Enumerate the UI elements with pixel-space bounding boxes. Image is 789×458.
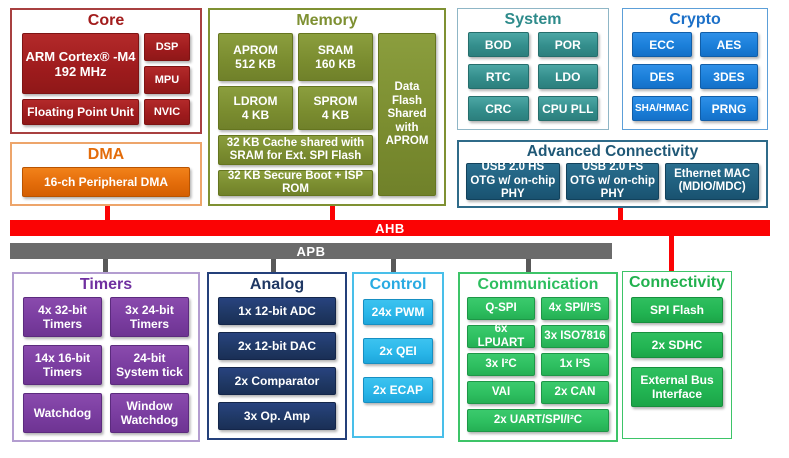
ldrom-size: 4 KB xyxy=(241,108,270,123)
sram-size: 160 KB xyxy=(315,57,356,72)
system-title: System xyxy=(504,11,562,28)
ahb-bus: AHB xyxy=(10,220,770,236)
connector-apb-control xyxy=(391,259,396,272)
block-mpu: MPU xyxy=(144,66,190,95)
block-sprom: SPROM 4 KB xyxy=(298,86,373,131)
block-secure-boot-rom: 32 KB Secure Boot + ISP ROM xyxy=(218,170,373,197)
block-ethernet-mac: Ethernet MAC (MDIO/MDC) xyxy=(665,162,759,200)
block-window-watchdog: Window Watchdog xyxy=(110,393,189,434)
block-ecap: 2x ECAP xyxy=(363,377,433,404)
connector-dma-ahb xyxy=(105,206,110,220)
block-arm-cortex-m4: ARM Cortex® -M4 192 MHz xyxy=(22,33,139,95)
core-panel: Core ARM Cortex® -M4 192 MHz DSP MPU Flo… xyxy=(10,8,202,134)
connector-apb-communication xyxy=(526,259,531,272)
arm-cortex-label: ARM Cortex® -M4 xyxy=(25,48,136,64)
block-24bit-timers: 3x 24-bit Timers xyxy=(110,297,189,338)
block-i2c: 3x I²C xyxy=(467,353,535,377)
block-floating-point-unit: Floating Point Unit xyxy=(22,99,139,126)
block-adc: 1x 12-bit ADC xyxy=(218,297,336,326)
block-por: POR xyxy=(537,32,598,58)
block-crc: CRC xyxy=(468,96,529,122)
block-32bit-timers: 4x 32-bit Timers xyxy=(23,297,102,338)
timers-panel: Timers 4x 32-bit Timers 3x 24-bit Timers… xyxy=(12,272,200,442)
block-aes: AES xyxy=(699,32,758,58)
connectivity-title: Connectivity xyxy=(628,274,725,291)
aprom-label: APROM xyxy=(233,43,278,58)
advanced-connectivity-panel: Advanced Connectivity USB 2.0 HS OTG w/ … xyxy=(457,140,768,208)
crypto-title: Crypto xyxy=(669,11,721,28)
ldrom-label: LDROM xyxy=(233,94,278,109)
block-spi-i2s: 4x SPI/I²S xyxy=(541,297,609,321)
crypto-panel: Crypto ECC AES DES 3DES SHA/HMAC PRNG xyxy=(622,8,768,130)
block-cpu-pll: CPU PLL xyxy=(537,96,598,122)
block-usb-hs-otg: USB 2.0 HS OTG w/ on-chip PHY xyxy=(466,161,560,200)
block-nvic: NVIC xyxy=(144,99,190,126)
connectivity-panel: Connectivity SPI Flash 2x SDHC External … xyxy=(622,271,732,439)
sprom-size: 4 KB xyxy=(321,108,350,123)
block-iso7816: 3x ISO7816 xyxy=(541,325,609,349)
sprom-label: SPROM xyxy=(313,94,358,109)
block-uart-spi-i2c: 2x UART/SPI/I²C xyxy=(467,409,609,433)
memory-title: Memory xyxy=(296,12,358,29)
block-external-bus-interface: External Bus Interface xyxy=(631,367,723,408)
block-dac: 2x 12-bit DAC xyxy=(218,332,336,361)
analog-title: Analog xyxy=(249,276,305,293)
block-sdhc: 2x SDHC xyxy=(631,332,723,359)
block-ecc: ECC xyxy=(632,32,692,58)
block-ldo: LDO xyxy=(537,64,598,90)
block-can: 2x CAN xyxy=(541,381,609,405)
block-lpuart: 6x LPUART xyxy=(467,323,535,349)
block-cache: 32 KB Cache shared with SRAM for Ext. SP… xyxy=(218,135,373,166)
communication-title: Communication xyxy=(477,276,599,293)
block-pwm: 24x PWM xyxy=(363,299,433,326)
block-i2s: 1x I²S xyxy=(541,353,609,377)
timers-title: Timers xyxy=(79,276,133,293)
analog-panel: Analog 1x 12-bit ADC 2x 12-bit DAC 2x Co… xyxy=(207,272,347,440)
advanced-connectivity-title: Advanced Connectivity xyxy=(526,143,699,160)
block-system-tick: 24-bit System tick xyxy=(110,345,189,386)
block-ldrom: LDROM 4 KB xyxy=(218,86,293,131)
apb-bus-label: APB xyxy=(296,243,326,259)
arm-cortex-speed: 192 MHz xyxy=(54,63,107,79)
apb-bus: APB xyxy=(10,243,612,259)
block-usb-fs-otg: USB 2.0 FS OTG w/ on-chip PHY xyxy=(565,161,660,200)
block-comparator: 2x Comparator xyxy=(218,367,336,396)
connector-apb-timers xyxy=(103,259,108,272)
connector-memory-ahb xyxy=(330,206,335,220)
dma-panel: DMA 16-ch Peripheral DMA xyxy=(10,142,202,206)
block-qspi: Q-SPI xyxy=(467,297,535,321)
block-bod: BOD xyxy=(468,32,529,58)
block-qei: 2x QEI xyxy=(363,338,433,365)
block-sram: SRAM 160 KB xyxy=(298,33,373,82)
block-peripheral-dma: 16-ch Peripheral DMA xyxy=(22,167,190,198)
block-spi-flash: SPI Flash xyxy=(631,297,723,324)
connector-advconn-ahb xyxy=(618,208,623,220)
block-aprom: APROM 512 KB xyxy=(218,33,293,82)
system-panel: System BOD POR RTC LDO CRC CPU PLL xyxy=(457,8,609,130)
core-title: Core xyxy=(87,12,125,29)
block-prng: PRNG xyxy=(699,96,758,122)
aprom-size: 512 KB xyxy=(235,57,276,72)
block-sha-hmac: SHA/HMAC xyxy=(632,96,692,122)
sram-label: SRAM xyxy=(317,43,354,58)
block-rtc: RTC xyxy=(468,64,529,90)
block-op-amp: 3x Op. Amp xyxy=(218,402,336,431)
block-dsp: DSP xyxy=(144,33,190,62)
memory-panel: Memory APROM 512 KB SRAM 160 KB Data Fla… xyxy=(208,8,446,206)
block-vai: VAI xyxy=(467,381,535,405)
connector-ahb-connectivity xyxy=(669,236,674,271)
block-data-flash: Data Flash Shared with APROM xyxy=(378,33,436,197)
connector-apb-analog xyxy=(271,259,276,272)
block-3des: 3DES xyxy=(699,64,758,90)
dma-title: DMA xyxy=(87,146,125,163)
control-title: Control xyxy=(369,276,427,293)
ahb-bus-label: AHB xyxy=(375,220,405,236)
block-des: DES xyxy=(632,64,692,90)
block-watchdog: Watchdog xyxy=(23,393,102,434)
communication-panel: Communication Q-SPI 4x SPI/I²S 6x LPUART… xyxy=(458,272,618,442)
control-panel: Control 24x PWM 2x QEI 2x ECAP xyxy=(352,272,444,438)
block-16bit-timers: 14x 16-bit Timers xyxy=(23,345,102,386)
